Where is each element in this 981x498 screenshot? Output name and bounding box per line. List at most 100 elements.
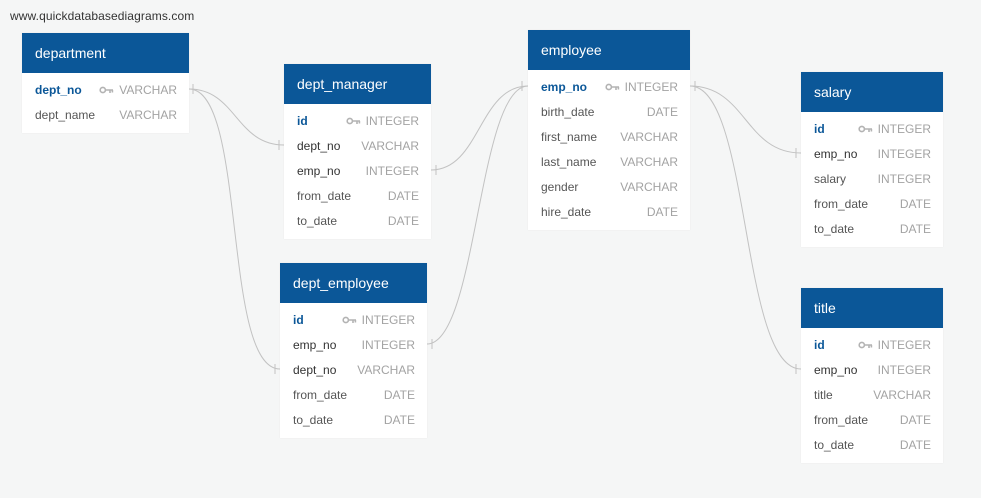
- field-type-label: VARCHAR: [620, 129, 678, 144]
- field-name: first_name: [541, 129, 598, 144]
- field-name: dept_name: [35, 107, 96, 122]
- field-type: DATE: [388, 214, 419, 228]
- field-type: VARCHAR: [620, 130, 678, 144]
- field-type-label: DATE: [383, 387, 415, 402]
- field-type-label: INTEGER: [365, 163, 419, 178]
- table-header[interactable]: title: [801, 288, 943, 328]
- field-type: INTEGER: [858, 122, 931, 136]
- field-type-label: INTEGER: [877, 171, 931, 186]
- field-type-label: INTEGER: [361, 337, 415, 352]
- key-icon: [858, 341, 872, 348]
- field-row[interactable]: id INTEGER: [801, 332, 943, 357]
- field-name: to_date: [297, 213, 338, 228]
- field-type-label: INTEGER: [877, 146, 931, 161]
- key-icon: [342, 316, 356, 323]
- field-name: title: [814, 387, 833, 402]
- table-header[interactable]: employee: [528, 30, 690, 70]
- field-row[interactable]: hire_date DATE: [528, 199, 690, 224]
- field-name: to_date: [293, 412, 334, 427]
- field-row[interactable]: to_date DATE: [801, 216, 943, 241]
- link-employee-to-title: [689, 85, 802, 370]
- field-name: id: [297, 113, 308, 128]
- table-header[interactable]: dept_manager: [284, 64, 431, 104]
- field-row[interactable]: salary INTEGER: [801, 166, 943, 191]
- field-name: gender: [541, 179, 579, 194]
- field-type-label: VARCHAR: [620, 154, 678, 169]
- field-type: INTEGER: [878, 363, 931, 377]
- key-icon: [605, 83, 619, 90]
- field-row[interactable]: to_date DATE: [280, 407, 427, 432]
- field-type: VARCHAR: [620, 155, 678, 169]
- field-type: INTEGER: [605, 80, 678, 94]
- field-type-label: VARCHAR: [873, 387, 931, 402]
- field-type: DATE: [384, 388, 415, 402]
- field-type-label: DATE: [899, 196, 931, 211]
- field-type: DATE: [900, 413, 931, 427]
- field-row[interactable]: id INTEGER: [801, 116, 943, 141]
- field-name: dept_no: [35, 82, 82, 97]
- table-header[interactable]: department: [22, 33, 189, 73]
- link-employee-to-salary: [689, 85, 802, 154]
- field-type: DATE: [388, 189, 419, 203]
- field-name: hire_date: [541, 204, 592, 219]
- key-icon: [346, 117, 360, 124]
- field-type-label: INTEGER: [624, 79, 678, 94]
- field-type: DATE: [900, 438, 931, 452]
- field-row[interactable]: id INTEGER: [284, 108, 431, 133]
- field-name: id: [814, 337, 825, 352]
- table-header[interactable]: dept_employee: [280, 263, 427, 303]
- field-row[interactable]: dept_no VARCHAR: [280, 357, 427, 382]
- field-type-label: DATE: [899, 437, 931, 452]
- table-header[interactable]: salary: [801, 72, 943, 112]
- field-name: salary: [814, 171, 847, 186]
- field-row[interactable]: dept_no VARCHAR: [22, 77, 189, 102]
- link-dept-manager-to-employee: [430, 85, 529, 171]
- field-type-label: INTEGER: [877, 337, 931, 352]
- field-type-label: INTEGER: [365, 113, 419, 128]
- field-type-label: DATE: [646, 104, 678, 119]
- field-row[interactable]: title VARCHAR: [801, 382, 943, 407]
- field-name: emp_no: [293, 337, 337, 352]
- field-type-label: DATE: [383, 412, 415, 427]
- field-type-label: DATE: [387, 188, 419, 203]
- field-name: to_date: [814, 221, 855, 236]
- field-row[interactable]: emp_no INTEGER: [528, 74, 690, 99]
- field-type-label: DATE: [646, 204, 678, 219]
- field-type: VARCHAR: [361, 139, 419, 153]
- field-type-label: DATE: [899, 221, 931, 236]
- field-row[interactable]: emp_no INTEGER: [280, 332, 427, 357]
- field-type: INTEGER: [342, 313, 415, 327]
- field-row[interactable]: first_name VARCHAR: [528, 124, 690, 149]
- field-name: id: [293, 312, 304, 327]
- site-url[interactable]: www.quickdatabasediagrams.com: [10, 9, 195, 23]
- field-row[interactable]: from_date DATE: [801, 191, 943, 216]
- field-name: from_date: [814, 196, 869, 211]
- field-row[interactable]: to_date DATE: [284, 208, 431, 233]
- field-row[interactable]: id INTEGER: [280, 307, 427, 332]
- field-name: emp_no: [541, 79, 588, 94]
- field-name: id: [814, 121, 825, 136]
- field-name: dept_no: [293, 362, 337, 377]
- field-type: VARCHAR: [357, 363, 415, 377]
- field-type-label: VARCHAR: [119, 82, 177, 97]
